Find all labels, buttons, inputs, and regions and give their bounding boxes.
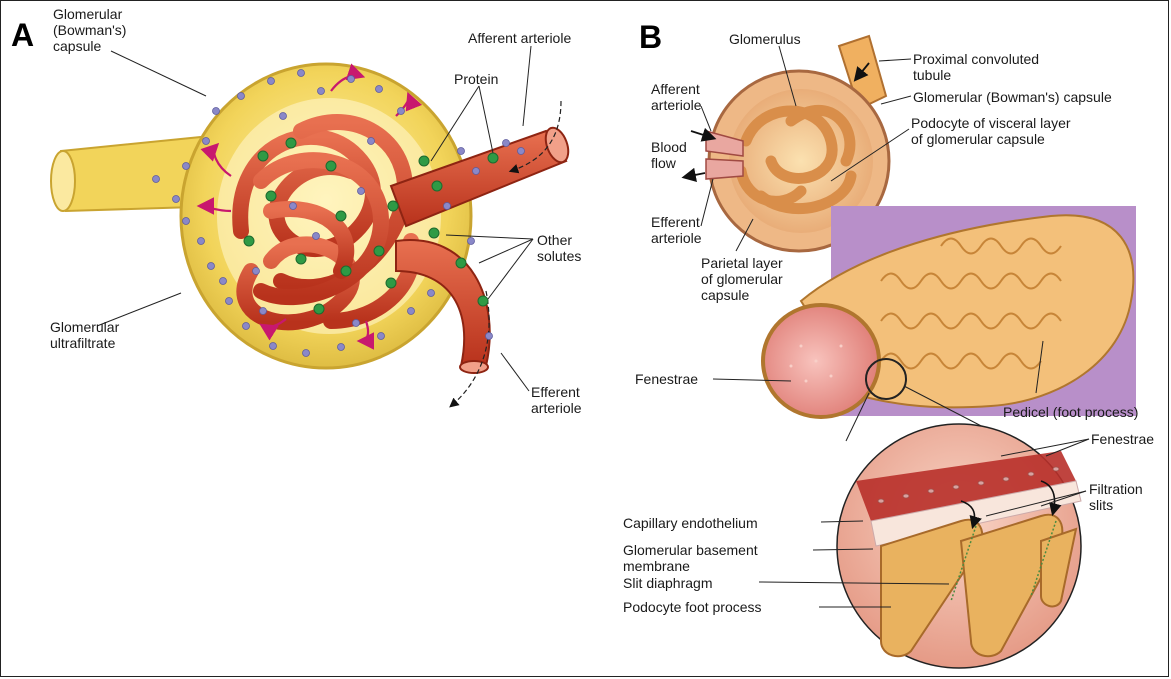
foot-processes [881, 515, 1076, 656]
label-b-blood-flow: Blood flow [651, 139, 687, 171]
label-b-capillary-endothelium: Capillary endothelium [623, 515, 758, 531]
label-b-glomerulus: Glomerulus [729, 31, 801, 47]
label-a-bowmans-capsule: Glomerular (Bowman's) capsule [53, 6, 126, 54]
label-b-fenestrae-detail: Fenestrae [1091, 431, 1154, 447]
label-b-parietal-layer: Parietal layer of glomerular capsule [701, 255, 783, 303]
capillary-lumen [763, 305, 879, 417]
label-a-efferent-arteriole: Efferent arteriole [531, 384, 582, 416]
panel-a-letter: A [11, 19, 34, 51]
label-a-ultrafiltrate: Glomerular ultrafiltrate [50, 319, 119, 351]
panel-b-letter: B [639, 21, 662, 53]
label-b-afferent-arteriole: Afferent arteriole [651, 81, 702, 113]
label-b-proximal-tubule: Proximal convoluted tubule [913, 51, 1039, 83]
label-b-basement-membrane: Glomerular basement membrane [623, 542, 758, 574]
label-a-protein: Protein [454, 71, 498, 87]
panel-a-illustration [51, 64, 573, 406]
label-b-pedicel: Pedicel (foot process) [1003, 404, 1138, 420]
label-b-efferent-arteriole: Efferent arteriole [651, 214, 702, 246]
label-b-foot-process: Podocyte foot process [623, 599, 762, 615]
label-b-bowmans-capsule: Glomerular (Bowman's) capsule [913, 89, 1112, 105]
label-b-slit-diaphragm: Slit diaphragm [623, 575, 713, 591]
label-a-other-solutes: Other solutes [537, 232, 581, 264]
label-b-filtration-slits: Filtration slits [1089, 481, 1143, 513]
label-a-afferent-arteriole: Afferent arteriole [468, 30, 571, 46]
label-b-fenestrae-capillary: Fenestrae [635, 371, 698, 387]
label-b-podocyte: Podocyte of visceral layer of glomerular… [911, 115, 1071, 147]
